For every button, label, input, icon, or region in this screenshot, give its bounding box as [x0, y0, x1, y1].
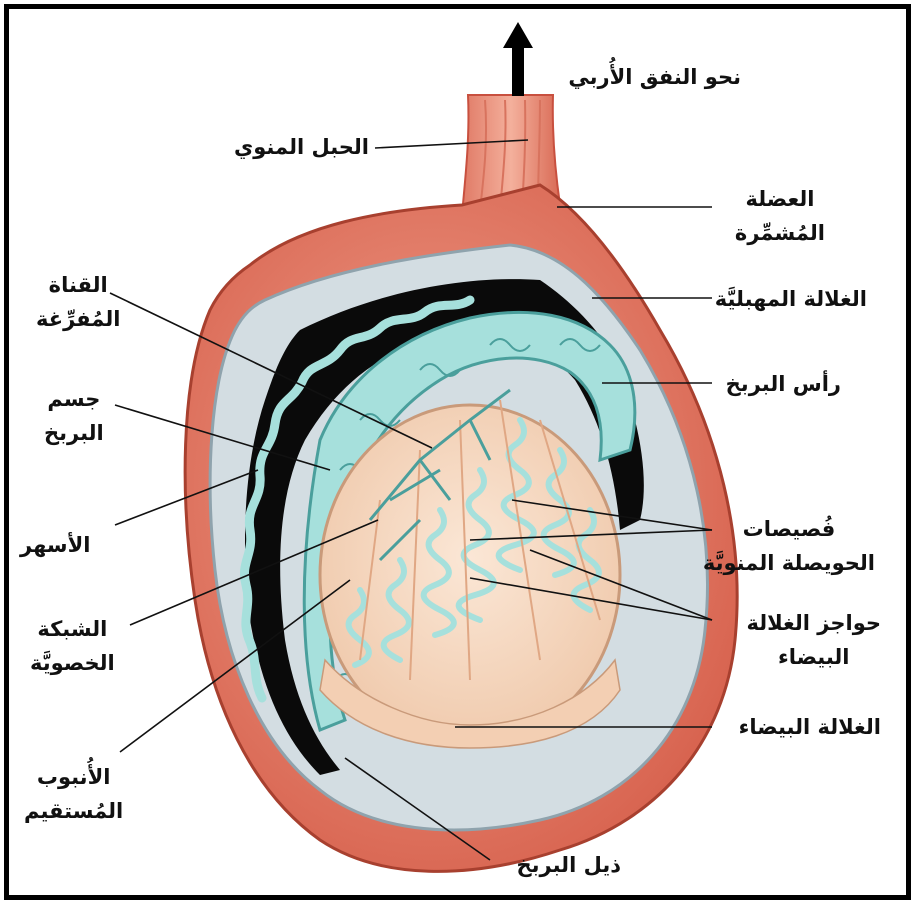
label-lobules-line1: فُصيصات: [703, 512, 875, 546]
label-cremaster-line2: المُشمِّرة: [735, 216, 825, 250]
label-vas-deferens: الأسهر: [20, 528, 90, 562]
up-arrow: [503, 22, 533, 96]
label-straight-tubule-line2: المُستقيم: [24, 794, 123, 828]
label-efferent-line1: القناة: [36, 268, 120, 302]
label-lobules-line2: الحويصلة المنويَّة: [703, 546, 875, 580]
label-rete-line2: الخصويَّة: [30, 646, 115, 680]
label-inguinal-canal: نحو النفق الأُربي: [568, 60, 741, 94]
label-septa: حواجز الغلالة البيضاء: [746, 606, 881, 674]
label-epididymis-tail: ذيل البربخ: [517, 848, 621, 882]
label-epididymis-body: جسم البربخ: [44, 382, 104, 450]
label-cremaster: العضلة المُشمِّرة: [735, 182, 825, 250]
label-epididymis-head: رأس البربخ: [726, 367, 841, 401]
label-septa-line2: البيضاء: [746, 640, 881, 674]
label-tunica-vaginalis: الغلالة المهبليَّة: [715, 282, 867, 316]
label-efferent-duct: القناة المُفرِّغة: [36, 268, 120, 336]
label-rete-testis: الشبكة الخصويَّة: [30, 612, 115, 680]
label-rete-line1: الشبكة: [30, 612, 115, 646]
label-septa-line1: حواجز الغلالة: [746, 606, 881, 640]
label-lobules: فُصيصات الحويصلة المنويَّة: [703, 512, 875, 580]
label-spermatic-cord: الحبل المنوي: [234, 130, 369, 164]
label-cremaster-line1: العضلة: [735, 182, 825, 216]
label-straight-tubule-line1: الأُنبوب: [24, 760, 123, 794]
label-tunica-albuginea: الغلالة البيضاء: [739, 710, 881, 744]
label-epididymis-body-line1: جسم: [44, 382, 104, 416]
label-epididymis-body-line2: البربخ: [44, 416, 104, 450]
label-straight-tubule: الأُنبوب المُستقيم: [24, 760, 123, 828]
label-efferent-line2: المُفرِّغة: [36, 302, 120, 336]
